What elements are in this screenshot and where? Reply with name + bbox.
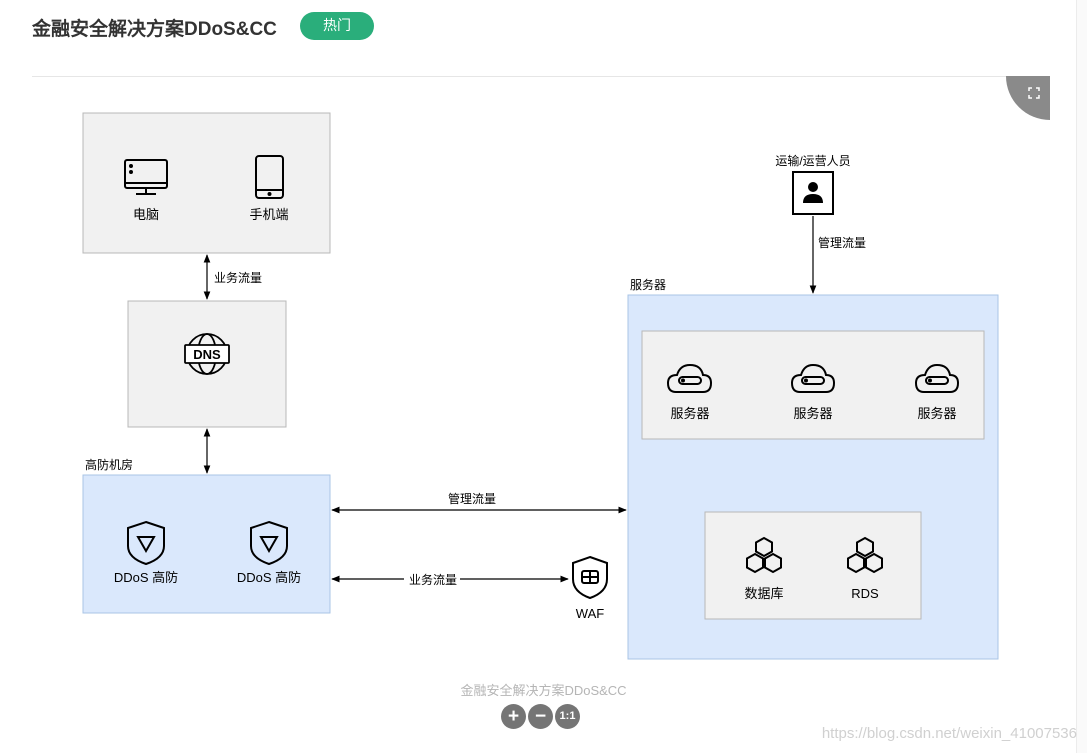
server-label-3: 服务器 [917,406,956,421]
client-box [82,112,331,254]
server-label-2: 服务器 [793,406,832,421]
rds-hexagon-icon [847,536,883,574]
operator-flow-label: 管理流量 [818,235,866,250]
cloud-server-icon [666,363,713,393]
management-flow-label: 管理流量 [448,491,496,506]
ddos-label-2: DDoS 高防 [237,570,301,585]
watermark: https://blog.csdn.net/weixin_41007536 [821,725,1077,742]
dns-globe-icon [184,333,230,375]
diagram-caption: 金融安全解决方案DDoS&CC [460,683,627,698]
scrollbar[interactable] [1076,0,1087,753]
database-group-box [704,511,922,620]
ddos-room-title: 高防机房 [85,457,133,472]
dns-box [127,300,287,428]
server-area-title: 服务器 [630,277,666,292]
page-title: 金融安全解决方案DDoS&CC [32,19,277,40]
cloud-server-icon [790,363,836,393]
waf-shield-icon [572,555,608,600]
zoom-out-button[interactable]: − [528,704,553,729]
database-hexagon-icon [746,536,782,574]
hot-badge: 热门 [300,12,374,40]
business-flow-label: 业务流量 [214,270,262,285]
user-icon [803,182,823,203]
mobile-phone-icon [255,155,284,199]
business-flow-label-2: 业务流量 [409,572,457,587]
fullscreen-icon [1028,87,1040,99]
operator-label: 运输/运营人员 [775,153,850,168]
ddos-label-1: DDoS 高防 [114,570,178,585]
zoom-reset-button[interactable]: 1:1 [555,704,580,729]
rds-label: RDS [851,586,879,601]
mobile-label: 手机端 [249,207,288,222]
divider [32,76,1050,77]
database-label: 数据库 [744,586,783,601]
operator-box [792,171,834,215]
shield-icon [127,520,165,566]
shield-icon [250,520,288,566]
server-label-1: 服务器 [670,406,709,421]
cloud-server-icon [914,363,960,393]
pc-label: 电脑 [133,207,159,222]
monitor-icon [124,159,168,195]
zoom-in-button[interactable]: + [501,704,526,729]
waf-label: WAF [576,606,604,621]
ddos-room-box [82,474,331,614]
dns-label: DNS [193,347,221,362]
